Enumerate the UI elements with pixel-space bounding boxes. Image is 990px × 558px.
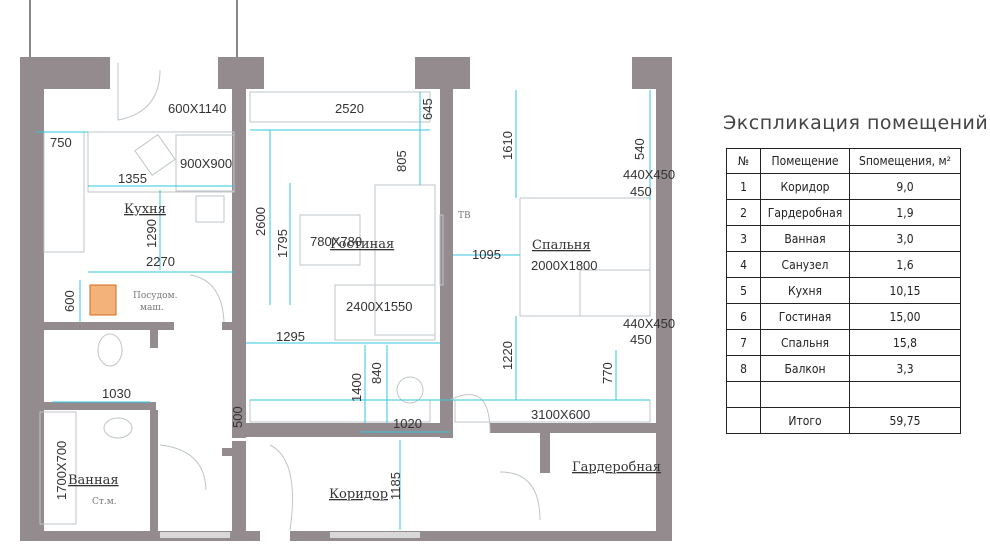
dim-2270: 2270 xyxy=(146,254,175,269)
row-room: Балкон xyxy=(760,355,850,382)
total-number xyxy=(726,407,761,434)
row-area: 1,6 xyxy=(849,251,961,278)
dim-900x900: 900X900 xyxy=(180,156,232,171)
room-label-wardrobe: Гардеробная xyxy=(572,460,661,475)
dim-1220: 1220 xyxy=(500,341,515,370)
dim-440x450-bottom: 440X450 xyxy=(623,316,675,331)
row-number: 1 xyxy=(726,173,761,200)
dim-440x450-top: 440X450 xyxy=(623,167,675,182)
dim-645: 645 xyxy=(420,98,435,120)
dim-780x780: 780X780 xyxy=(310,234,362,249)
dimension-lines xyxy=(36,90,651,530)
dim-500: 500 xyxy=(230,406,245,428)
dim-540: 540 xyxy=(632,138,647,160)
room-label-corridor: Коридор xyxy=(329,487,388,502)
row-room xyxy=(760,381,850,408)
row-room: Гардеробная xyxy=(760,199,850,226)
row-number: 5 xyxy=(726,277,761,304)
tv-label: TB xyxy=(458,211,471,221)
row-room: Спальня xyxy=(760,329,850,356)
dim-3100x600: 3100X600 xyxy=(531,407,590,422)
header-room: Помещение xyxy=(760,148,850,174)
dim-450-top: 450 xyxy=(630,184,652,199)
dim-1700x700: 1700X700 xyxy=(54,441,69,500)
room-label-living: Гостиная xyxy=(330,237,394,252)
explication-panel: Экспликация помещений № Помещение Sпомещ… xyxy=(720,112,989,434)
table-row xyxy=(726,381,961,408)
row-area: 1,9 xyxy=(849,199,961,226)
dim-600: 600 xyxy=(62,290,77,312)
furniture xyxy=(39,63,651,538)
row-area: 10,15 xyxy=(849,277,961,304)
table-header-row: № Помещение Sпомещения, м² xyxy=(726,148,961,174)
balcony-lines xyxy=(29,0,238,60)
dim-2000x1800: 2000X1800 xyxy=(531,258,598,273)
row-area: 3,0 xyxy=(849,225,961,252)
dim-1095: 1095 xyxy=(472,247,501,262)
dim-2520: 2520 xyxy=(335,101,364,116)
row-room: Санузел xyxy=(760,251,850,278)
dishwasher-label: Посудом. xyxy=(133,291,178,301)
dim-450-bottom: 450 xyxy=(630,332,652,347)
row-area: 3,3 xyxy=(849,355,961,382)
header-number: № xyxy=(726,148,761,174)
row-number: 2 xyxy=(726,199,761,226)
row-number: 6 xyxy=(726,303,761,330)
row-number: 7 xyxy=(726,329,761,356)
row-room: Гостиная xyxy=(760,303,850,330)
dim-1030: 1030 xyxy=(102,386,131,401)
dim-1355: 1355 xyxy=(118,171,147,186)
dim-1610: 1610 xyxy=(500,131,515,160)
room-label-kitchen: Кухня xyxy=(124,202,166,217)
dim-1020: 1020 xyxy=(393,416,422,431)
dim-1400: 1400 xyxy=(349,373,364,402)
dim-1185: 1185 xyxy=(388,472,403,500)
row-room: Кухня xyxy=(760,277,850,304)
explication-title: Экспликация помещений xyxy=(723,112,989,134)
dim-1295: 1295 xyxy=(276,329,305,344)
row-number: 8 xyxy=(726,355,761,382)
row-number: 3 xyxy=(726,225,761,252)
dim-1290: 1290 xyxy=(144,219,159,248)
washer-label: Ст.м. xyxy=(92,497,117,507)
total-label: Итого xyxy=(760,407,850,434)
room-label-bedroom: Спальня xyxy=(532,238,591,253)
row-area: 9,0 xyxy=(849,173,961,200)
dim-805: 805 xyxy=(394,150,409,172)
floor-plan: Кухня Гостиная Спальня Ванная Коридор Га… xyxy=(20,0,675,541)
row-room: Ванная xyxy=(760,225,850,252)
row-area: 15,8 xyxy=(849,329,961,356)
dim-600x1140: 600X1140 xyxy=(168,101,226,116)
dim-840: 840 xyxy=(369,362,384,384)
dim-2600: 2600 xyxy=(253,207,268,236)
walls xyxy=(20,57,672,541)
room-label-bathroom: Ванная xyxy=(68,473,119,488)
dim-1795: 1795 xyxy=(275,229,290,258)
row-number: 4 xyxy=(726,251,761,278)
dim-770: 770 xyxy=(600,362,615,384)
row-area: 15,00 xyxy=(849,303,961,330)
header-area: Sпомещения, м² xyxy=(849,148,961,174)
dim-750: 750 xyxy=(50,135,72,150)
dim-2400x1550: 2400X1550 xyxy=(346,299,413,314)
row-area xyxy=(849,381,961,408)
dishwasher-label-2: маш. xyxy=(140,303,164,313)
row-room: Коридор xyxy=(760,173,850,200)
total-area: 59,75 xyxy=(849,407,961,434)
row-number xyxy=(726,381,761,408)
